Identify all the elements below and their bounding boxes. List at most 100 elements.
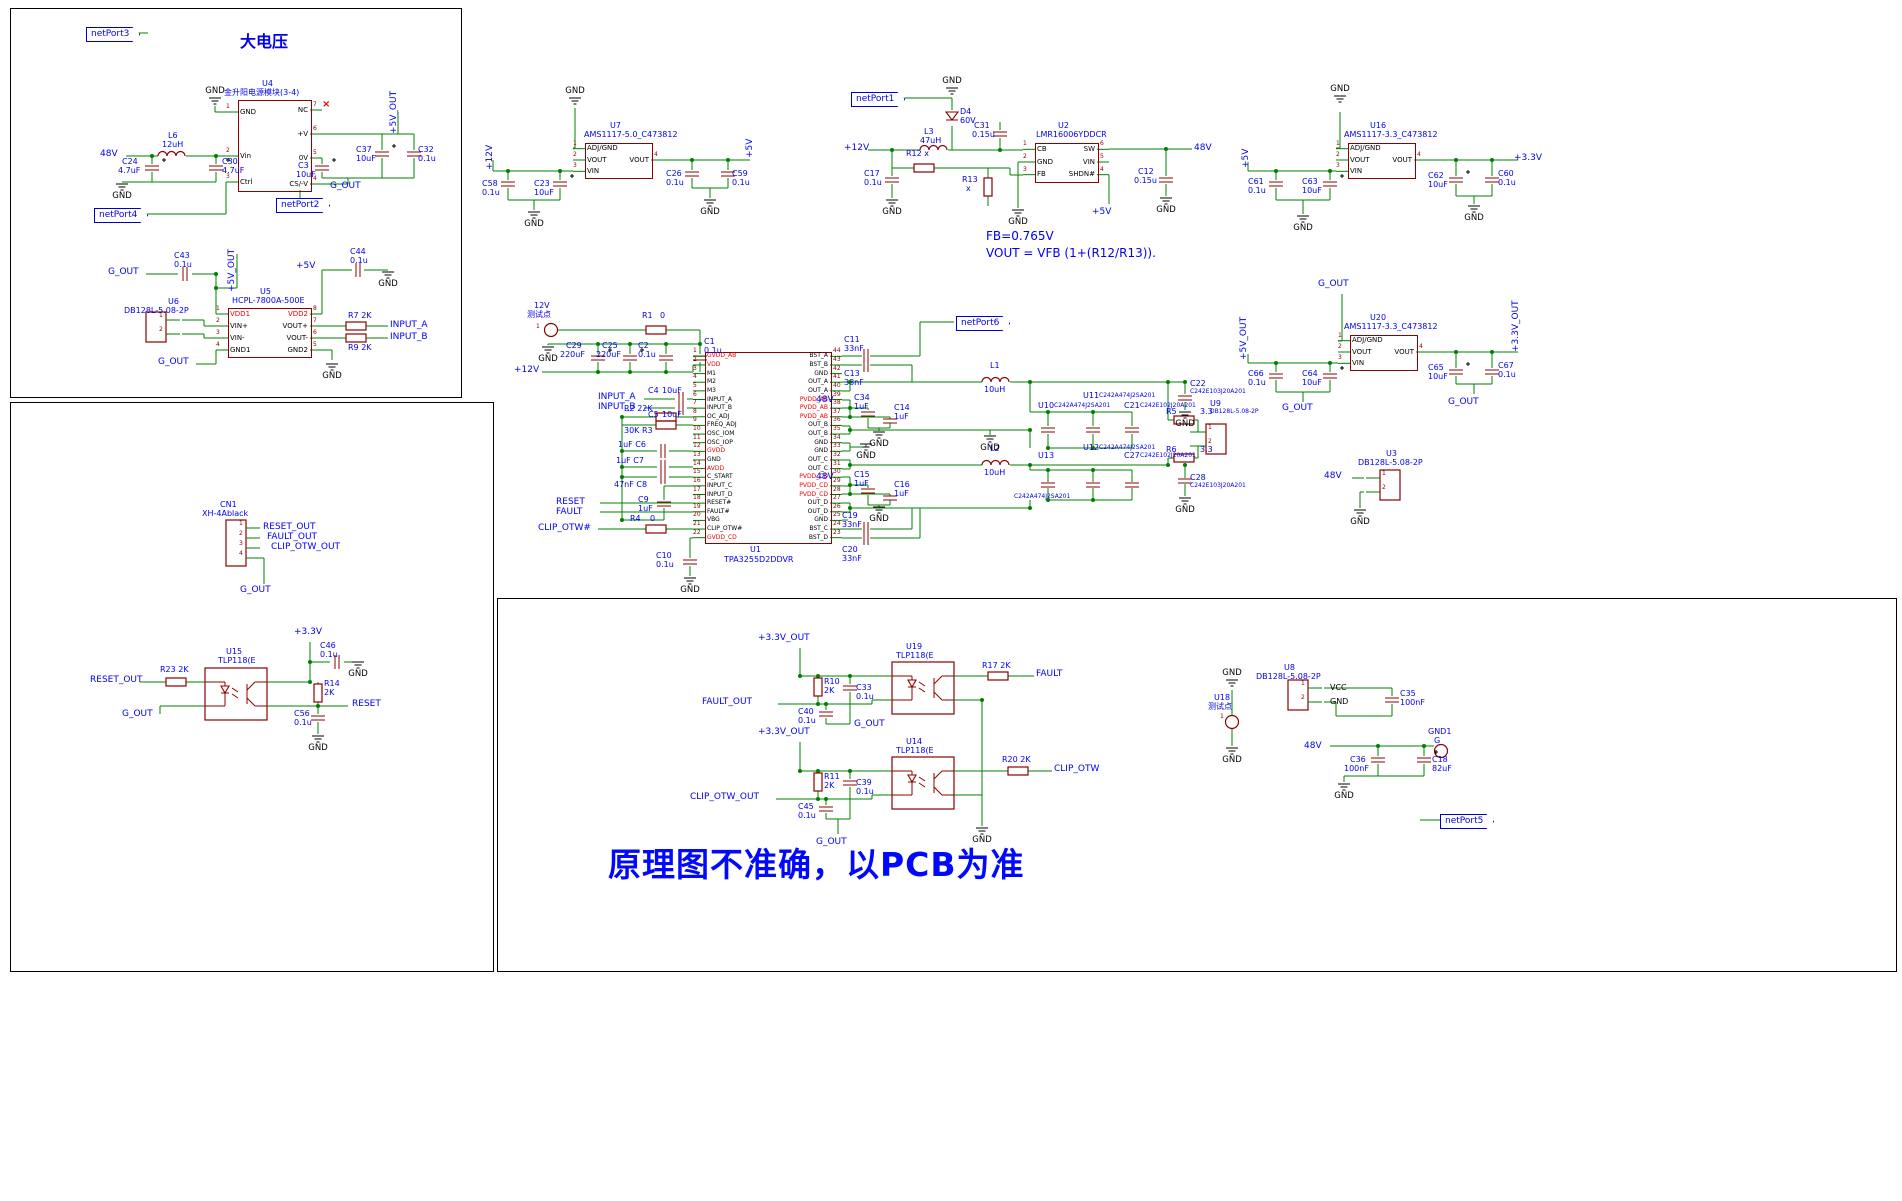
capacitor-symbol[interactable] — [659, 355, 673, 361]
capacitor-symbol[interactable] — [591, 348, 612, 361]
component-label[interactable]: 33nF — [844, 344, 864, 353]
capacitor-symbol[interactable] — [375, 144, 396, 157]
net-label[interactable]: G_OUT — [816, 837, 847, 847]
capacitor-symbol[interactable] — [843, 685, 857, 691]
capacitor-symbol[interactable] — [885, 177, 899, 183]
gnd-label[interactable]: GND — [308, 743, 328, 753]
component-label[interactable]: C10 — [656, 551, 672, 560]
gnd-label[interactable]: GND — [524, 219, 544, 229]
component-label[interactable]: 0.1u — [1248, 378, 1266, 387]
capacitor-symbol[interactable] — [883, 495, 897, 501]
component-label[interactable]: C59 — [732, 169, 748, 178]
ic-body-U20[interactable] — [1350, 335, 1418, 371]
component-label[interactable]: R17 2K — [982, 661, 1011, 670]
component-label[interactable]: 0.1u — [1248, 186, 1266, 195]
resistor-symbol[interactable] — [645, 524, 667, 534]
component-label[interactable]: C15 — [854, 470, 870, 479]
capacitor-symbol[interactable] — [182, 267, 188, 281]
net-label[interactable]: +12V — [844, 143, 870, 153]
gnd-label[interactable]: GND — [1350, 517, 1370, 527]
component-label[interactable]: U9 — [1210, 399, 1221, 408]
gnd-label[interactable]: GND — [1222, 755, 1242, 765]
component-label[interactable]: C62 — [1428, 171, 1444, 180]
net-label[interactable]: +12V — [514, 365, 540, 375]
capacitor-symbol[interactable] — [660, 460, 666, 474]
component-label[interactable]: R7 2K — [348, 311, 372, 320]
component-label[interactable]: C242E103J20A201 — [1190, 482, 1246, 489]
component-label[interactable]: C1 — [704, 337, 715, 346]
resistor-symbol[interactable] — [345, 321, 367, 331]
component-label[interactable]: 82uF — [1432, 764, 1452, 773]
net-label[interactable]: G_OUT — [122, 709, 153, 719]
component-label[interactable]: CN1 — [220, 500, 237, 509]
component-label[interactable]: U10 — [1038, 401, 1055, 410]
capacitor-symbol[interactable] — [1323, 174, 1344, 187]
component-label[interactable]: C37 — [356, 145, 372, 154]
component-label[interactable]: 10uF — [534, 188, 554, 197]
net-port[interactable]: netPort3 — [86, 27, 140, 42]
net-label[interactable]: +3.3V_OUT — [758, 727, 810, 737]
component-label[interactable]: U6 — [168, 297, 179, 306]
component-label[interactable]: C67 — [1498, 361, 1514, 370]
component-label[interactable]: 0.1u — [350, 256, 368, 265]
component-label[interactable]: G — [1434, 736, 1441, 745]
component-label[interactable]: U5 — [260, 287, 271, 296]
component-label[interactable]: R1 — [642, 311, 653, 320]
component-label[interactable]: C22 — [1190, 379, 1206, 388]
net-label[interactable]: +5V — [1241, 148, 1251, 168]
net-label[interactable]: +3.3V_OUT — [1511, 300, 1521, 352]
component-label[interactable]: 0.1u — [482, 188, 500, 197]
resistor-symbol[interactable] — [1007, 766, 1029, 776]
ic-body-U2[interactable] — [1035, 143, 1099, 183]
component-label[interactable]: C16 — [894, 480, 910, 489]
capacitor-symbol[interactable] — [843, 780, 857, 786]
net-label[interactable]: G_OUT — [240, 585, 271, 595]
component-label[interactable]: 100nF — [1400, 698, 1425, 707]
test-point-pin-number[interactable]: 1 — [536, 323, 540, 330]
net-port[interactable]: netPort2 — [276, 198, 330, 213]
component-label[interactable]: 0.1u — [704, 346, 722, 355]
component-label[interactable]: C29 — [566, 341, 582, 350]
gnd-label[interactable]: GND — [680, 585, 700, 595]
component-label[interactable]: C11 — [844, 335, 860, 344]
capacitor-symbol[interactable] — [1041, 427, 1055, 433]
capacitor-symbol[interactable] — [311, 715, 325, 721]
component-label[interactable]: C5 — [648, 410, 659, 419]
test-point-pin-number[interactable]: 1 — [1220, 713, 1224, 720]
capacitor-symbol[interactable] — [819, 806, 833, 812]
connector-body[interactable] — [1192, 423, 1227, 455]
component-label[interactable]: 0.1u — [638, 350, 656, 359]
component-label[interactable]: 10uH — [984, 385, 1006, 394]
pin-text[interactable]: VCC — [1330, 683, 1347, 692]
capacitor-symbol[interactable] — [683, 559, 697, 565]
component-label[interactable]: TLP118(E — [896, 746, 934, 755]
component-label[interactable]: R2 22K — [624, 404, 653, 413]
component-label[interactable]: C58 — [482, 179, 498, 188]
component-label[interactable]: C39 — [856, 778, 872, 787]
gnd-label[interactable]: GND — [869, 439, 889, 449]
component-label[interactable]: C4 — [648, 386, 659, 395]
component-label[interactable]: U18 — [1214, 693, 1231, 702]
capacitor-symbol[interactable] — [1178, 478, 1192, 484]
component-label[interactable]: C56 — [294, 709, 310, 718]
resistor-symbol[interactable] — [165, 677, 187, 687]
capacitor-symbol[interactable] — [863, 531, 869, 545]
component-label[interactable]: 2K — [824, 686, 835, 695]
resistor-symbol[interactable] — [913, 163, 935, 173]
component-label[interactable]: C242A474J2SA201 — [1054, 402, 1111, 409]
component-label[interactable]: C24 — [122, 157, 138, 166]
component-label[interactable]: 测试点 — [527, 310, 551, 319]
net-label[interactable]: +3.3V — [294, 627, 323, 637]
capacitor-symbol[interactable] — [1385, 697, 1399, 703]
capacitor-symbol[interactable] — [1125, 482, 1139, 488]
note-text[interactable]: VOUT = VFB (1+(R12/R13)). — [986, 246, 1156, 260]
capacitor-symbol[interactable] — [660, 444, 666, 458]
component-label[interactable]: GND1 — [1428, 727, 1452, 736]
component-label[interactable]: C20 — [842, 545, 858, 554]
component-label[interactable]: 33nF — [842, 554, 862, 563]
component-label[interactable]: C43 — [174, 251, 190, 260]
capacitor-symbol[interactable] — [145, 158, 166, 171]
inductor-symbol[interactable] — [981, 459, 1010, 466]
gnd-label[interactable]: GND — [1222, 668, 1242, 678]
capacitor-symbol[interactable] — [1086, 427, 1100, 433]
